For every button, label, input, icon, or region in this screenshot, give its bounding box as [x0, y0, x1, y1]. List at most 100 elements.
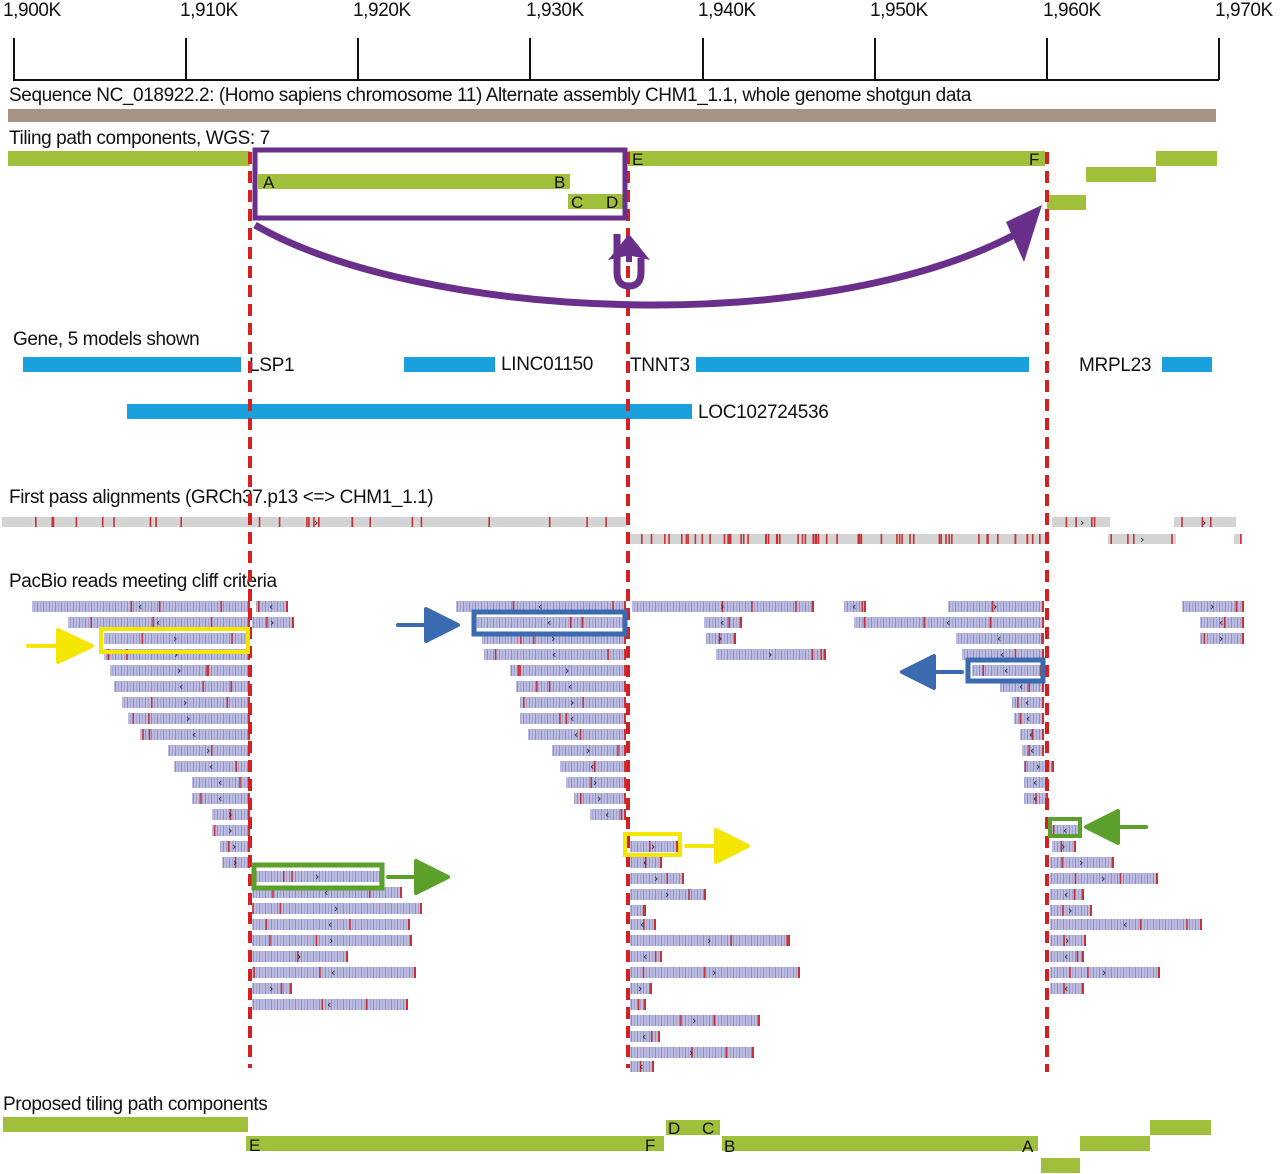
pacbio-read — [948, 601, 1044, 612]
pacbio-read — [104, 649, 250, 660]
direction-chevron: › — [593, 776, 597, 789]
alignment-bar — [1052, 517, 1110, 527]
pacbio-read — [212, 825, 250, 836]
direction-chevron: ‹ — [639, 1060, 643, 1073]
direction-chevron: › — [232, 840, 236, 853]
pacbio-read — [566, 777, 626, 788]
direction-chevron: › — [206, 744, 210, 757]
proposed-component — [1150, 1120, 1211, 1135]
mismatch-mark — [779, 534, 781, 544]
read-end-mark — [400, 887, 402, 898]
gene-bar-loc102724536 — [127, 404, 692, 419]
mismatch-mark — [898, 534, 901, 544]
pacbio-read — [630, 983, 652, 994]
sequence-bar — [8, 109, 1216, 122]
read-end-mark — [1090, 905, 1092, 916]
read-end-mark — [248, 601, 250, 612]
read-end-mark — [660, 857, 662, 868]
mismatch-mark — [132, 713, 134, 724]
mismatch-mark — [1026, 534, 1028, 544]
read-end-mark — [1082, 951, 1084, 962]
mismatch-mark — [269, 935, 271, 946]
pacbio-read — [574, 793, 626, 804]
mismatch-mark — [701, 534, 704, 544]
proposed-label-c: C — [702, 1119, 714, 1138]
mismatch-mark — [523, 697, 525, 708]
direction-chevron: ‹ — [324, 886, 328, 899]
mismatch-mark — [747, 534, 749, 544]
direction-chevron: ‹ — [552, 648, 556, 661]
mismatch-mark — [1235, 601, 1238, 612]
mismatch-mark — [643, 919, 645, 930]
mismatch-mark — [142, 729, 144, 740]
blue-arrow-icon — [396, 607, 460, 643]
mismatch-mark — [581, 617, 583, 628]
mismatch-mark — [318, 517, 320, 527]
read-end-mark — [644, 999, 646, 1010]
mismatch-mark — [1024, 761, 1027, 772]
direction-chevron: ‹ — [1033, 792, 1037, 805]
mismatch-mark — [607, 649, 609, 660]
mismatch-mark — [896, 534, 898, 544]
pacbio-read — [1050, 857, 1114, 868]
mismatch-mark — [213, 825, 216, 836]
mismatch-mark — [1069, 967, 1071, 978]
gene-name-linc01150: LINC01150 — [501, 354, 593, 375]
ruler: 1,900K 1,910K 1,920K 1,930K 1,940K 1,950… — [3, 0, 1274, 81]
read-end-mark — [1082, 889, 1084, 900]
mismatch-mark — [533, 633, 535, 644]
mismatch-mark — [520, 633, 522, 644]
mismatch-mark — [590, 777, 592, 788]
inverted-region-box — [252, 147, 628, 221]
mismatch-mark — [982, 665, 984, 676]
pacbio-read — [1050, 919, 1202, 930]
pacbio-read — [972, 665, 1042, 676]
mismatch-mark — [987, 534, 989, 544]
read-end-mark — [824, 649, 826, 660]
tiling-component-e-f — [628, 151, 1045, 166]
direction-chevron: › — [1101, 872, 1105, 885]
pacbio-read — [456, 601, 626, 612]
mismatch-mark — [1031, 729, 1034, 740]
pacbio-read — [630, 935, 790, 946]
mismatch-mark — [797, 534, 799, 544]
mismatch-mark — [488, 517, 490, 527]
read-end-mark — [1242, 633, 1244, 644]
pacbio-label: PacBio reads meeting cliff criteria — [9, 571, 277, 592]
mismatch-mark — [1240, 534, 1242, 544]
mismatch-mark — [649, 841, 651, 852]
mismatch-mark — [687, 534, 689, 544]
mismatch-mark — [280, 983, 283, 994]
green-arrow-icon — [386, 859, 450, 895]
mismatch-mark — [681, 534, 683, 544]
read-end-mark — [248, 809, 250, 820]
mismatch-mark — [1014, 649, 1017, 660]
tiling-component-c-d — [568, 194, 623, 209]
mismatch-mark — [580, 793, 582, 804]
mismatch-mark — [815, 534, 818, 544]
direction-chevron: ‹ — [590, 760, 594, 773]
pacbio-read — [256, 601, 288, 612]
mismatch-mark — [230, 681, 232, 692]
read-end-mark — [812, 601, 814, 612]
blue-highlight-box — [471, 609, 628, 637]
read-end-mark — [624, 681, 626, 692]
mismatch-mark — [666, 873, 668, 884]
direction-chevron: ‹ — [1030, 744, 1034, 757]
yellow-highlight-box — [99, 627, 250, 654]
pacbio-read — [1052, 841, 1076, 852]
mismatch-mark — [519, 665, 521, 676]
mismatch-mark — [200, 793, 202, 804]
proposed-component-d-c — [666, 1120, 720, 1135]
highlight-callouts — [26, 607, 1148, 895]
mismatch-mark — [593, 761, 596, 772]
mismatch-mark — [1014, 534, 1017, 544]
read-end-mark — [758, 1015, 760, 1026]
read-end-mark — [624, 729, 626, 740]
mismatch-mark — [1133, 534, 1135, 544]
pacbio-read — [1200, 633, 1244, 644]
mismatch-mark — [494, 649, 497, 660]
pacbio-read — [1052, 825, 1080, 836]
pacbio-read — [192, 777, 250, 788]
mismatch-mark — [411, 517, 414, 527]
